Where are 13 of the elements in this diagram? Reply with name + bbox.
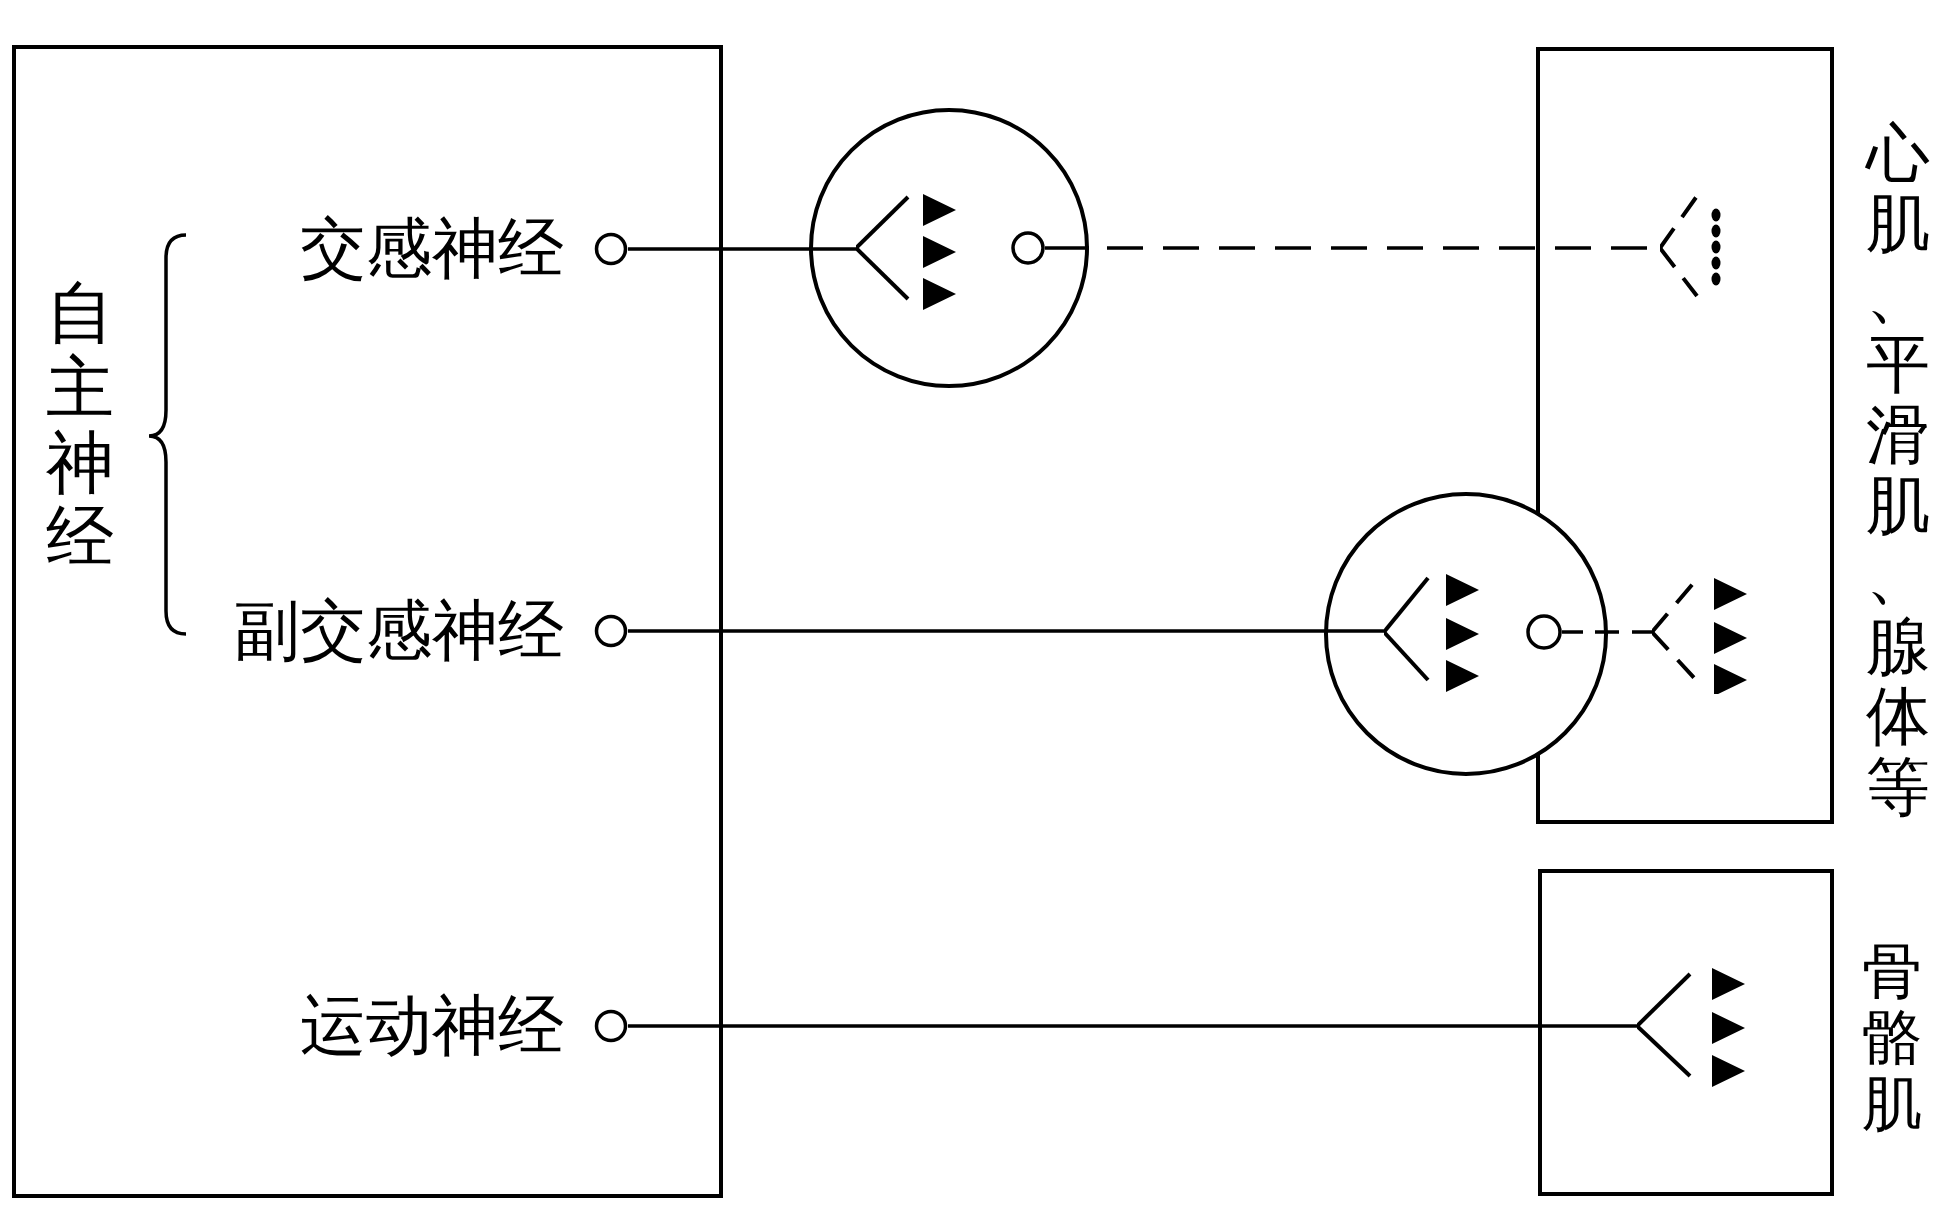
- nerve-fiber: [628, 629, 1386, 634]
- nerve-fiber: [628, 1024, 1637, 1028]
- ganglion-circle: [809, 108, 1089, 388]
- nerve-label: 副交感神经: [234, 594, 564, 668]
- organ-label: 骨骼肌: [1862, 938, 1922, 1136]
- ganglion-circle: [1324, 492, 1608, 776]
- nervous-system-panel: [12, 45, 723, 1198]
- nerve-fiber: [628, 246, 858, 251]
- nerve-label: 运动神经: [300, 989, 564, 1063]
- nerve-label: 交感神经: [300, 212, 564, 286]
- nerve-fiber: [1562, 630, 1652, 634]
- nervous-system-label: 自主神经: [46, 276, 114, 576]
- organ-label: 心肌、平滑肌、腺体等: [1866, 118, 1930, 822]
